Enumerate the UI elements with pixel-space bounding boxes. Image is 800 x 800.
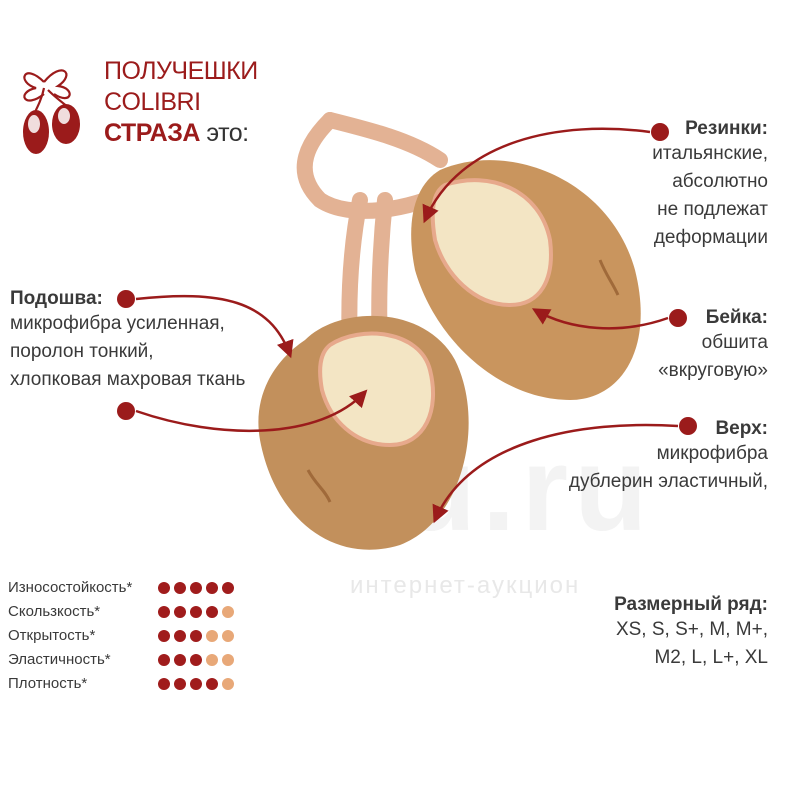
rezinki-line: не подлежат (657, 199, 768, 220)
callout-podoshva: Подошва: микрофибра усиленная, поролон т… (10, 288, 290, 394)
rating-dot-filled (158, 654, 170, 667)
rating-dot-filled (158, 606, 170, 619)
rating-dot-empty (206, 630, 218, 643)
sizes-heading: Размерный ряд: (614, 594, 768, 615)
rating-dot-empty (222, 678, 234, 691)
rating-dot-filled (190, 606, 202, 619)
rating-dot-filled (158, 678, 170, 691)
property-label: Эластичность* (8, 651, 111, 668)
property-row: Эластичность* (8, 648, 268, 672)
beika-line: обшита (701, 332, 768, 353)
rezinki-line: деформации (653, 227, 768, 248)
rating-dot-filled (174, 582, 186, 595)
verh-heading: Верх: (715, 418, 768, 439)
callout-verh: Верх: микрофибра дублерин эластичный, (508, 418, 768, 496)
rating-dot-filled (174, 606, 186, 619)
title-strass: СТРАЗА (104, 119, 200, 147)
rating-dot-filled (206, 606, 218, 619)
podoshva-heading: Подошва: (10, 288, 103, 309)
rating-dot-filled (190, 654, 202, 667)
rating-dot-empty (222, 654, 234, 667)
product-image (258, 112, 641, 550)
rezinki-line: абсолютно (672, 171, 768, 192)
callout-rezinki: Резинки: итальянские, абсолютно не подле… (568, 118, 768, 252)
rating-dot-filled (158, 630, 170, 643)
podoshva-dot2 (117, 402, 135, 420)
rezinki-dot (651, 123, 669, 141)
property-label: Плотность* (8, 675, 88, 692)
property-label: Скользкость* (8, 603, 101, 620)
rating-dot-filled (190, 582, 202, 595)
podoshva-dot (117, 290, 135, 308)
podoshva-line: хлопковая махровая ткань (10, 369, 246, 390)
property-label: Открытость* (8, 627, 96, 644)
rating-dot-empty (222, 606, 234, 619)
podoshva-line: микрофибра усиленная, (10, 313, 225, 334)
callout-beika: Бейка: обшита «вкруговую» (568, 307, 768, 385)
sizes-block: Размерный ряд: XS, S, S+, M, M+, M2, L, … (508, 594, 768, 672)
rating-dot-filled (206, 582, 218, 595)
watermark-small: интернет-аукцион (350, 572, 581, 599)
rezinki-heading: Резинки: (685, 118, 768, 139)
rating-dot-filled (190, 630, 202, 643)
beika-heading: Бейка: (705, 307, 768, 328)
rating-dot-empty (222, 630, 234, 643)
property-row: Плотность* (8, 672, 268, 696)
rating-dot-filled (174, 678, 186, 691)
beika-line: «вкруговую» (658, 360, 768, 381)
sizes-line1: XS, S, S+, M, M+, (615, 619, 768, 640)
rating-dot-empty (206, 654, 218, 667)
title-line2: COLIBRI (104, 88, 201, 116)
property-row: Открытость* (8, 624, 268, 648)
rating-dot-filled (222, 582, 234, 595)
page-title: ПОЛУЧЕШКИ COLIBRI СТРАЗА это: (104, 56, 258, 149)
property-row: Износостойкость* (8, 576, 268, 600)
rating-dot-filled (158, 582, 170, 595)
rating-dot-filled (206, 678, 218, 691)
podoshva-line: поролон тонкий, (10, 341, 154, 362)
property-row: Скользкость* (8, 600, 268, 624)
beika-dot (669, 309, 687, 327)
properties-list: Износостойкость* Скользкость* Открытость* Э… (8, 576, 268, 696)
rating-dot-filled (174, 630, 186, 643)
verh-line: дублерин эластичный, (568, 471, 768, 492)
verh-line: микрофибра (656, 443, 768, 464)
title-line3: СТРАЗА это: (104, 118, 258, 149)
title-rest: это: (199, 119, 249, 147)
rating-dot-filled (174, 654, 186, 667)
verh-dot (679, 417, 697, 435)
title-line1: ПОЛУЧЕШКИ (104, 57, 258, 85)
rating-dot-filled (190, 678, 202, 691)
shoes-logo-icon (23, 69, 80, 154)
sizes-line2: M2, L, L+, XL (654, 647, 768, 668)
property-label: Износостойкость* (8, 579, 133, 596)
rezinki-line: итальянские, (652, 143, 768, 164)
